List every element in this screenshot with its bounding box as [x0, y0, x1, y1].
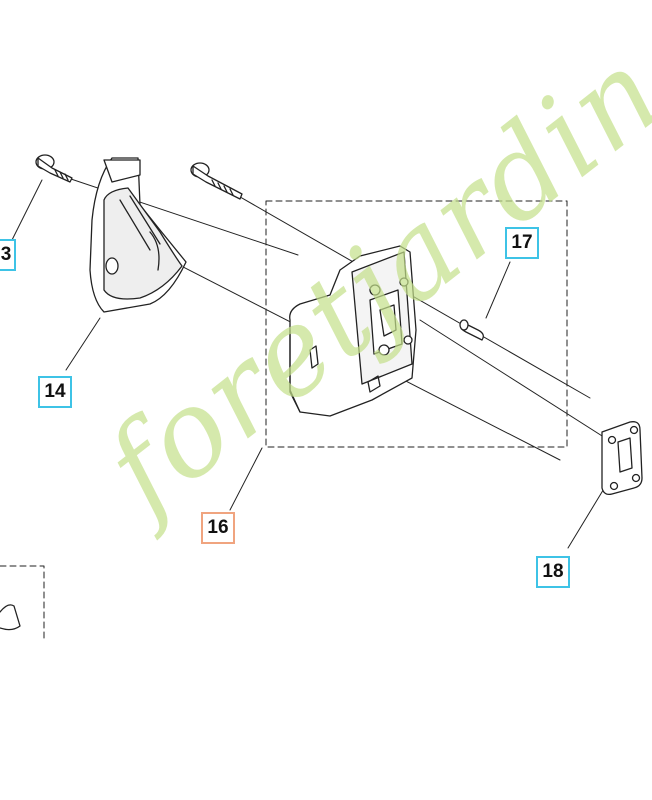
part-16-carburetor-assembly	[289, 245, 417, 417]
partial-part-lower-left	[0, 604, 21, 631]
part-13-screw	[35, 154, 73, 183]
assembly-group-box	[265, 200, 568, 448]
callout-part-16[interactable]: 16	[201, 512, 235, 544]
callout-part-18[interactable]: 18	[536, 556, 570, 588]
part-14-cover	[89, 157, 187, 313]
partial-assembly-box	[0, 565, 45, 641]
callout-part-17[interactable]: 17	[505, 227, 539, 259]
part-17-pin	[459, 319, 484, 341]
part-18-gasket	[601, 421, 643, 496]
part-screw-upper	[190, 162, 243, 200]
callout-part-13[interactable]: 3	[0, 239, 16, 271]
leader-lines	[11, 179, 606, 549]
callout-part-14[interactable]: 14	[38, 376, 72, 408]
